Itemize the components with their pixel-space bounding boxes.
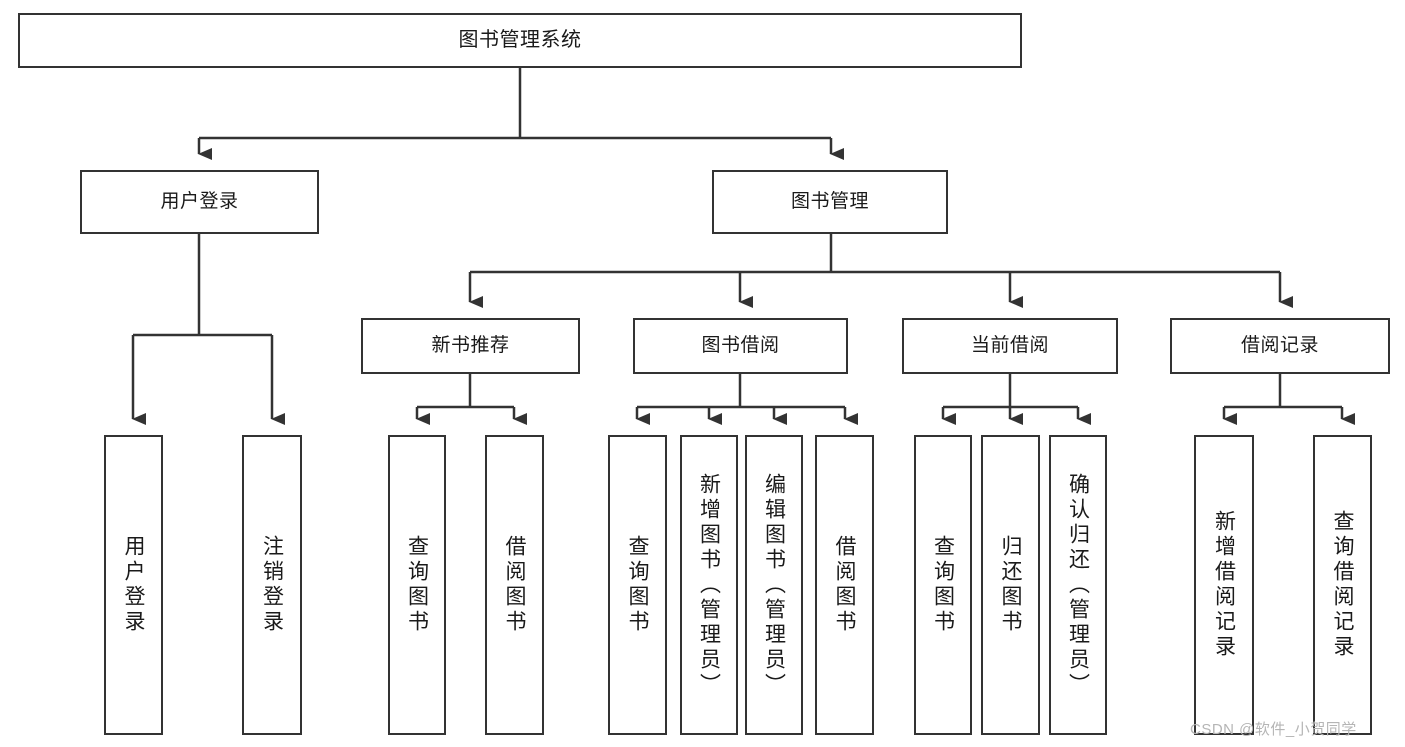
node-label: 借阅图书 [503, 535, 526, 635]
node-new-book-recommend[interactable]: 新书推荐 [361, 318, 580, 374]
node-root-system[interactable]: 图书管理系统 [18, 13, 1022, 68]
node-label: 查询图书 [626, 535, 649, 635]
node-label: 用户登录 [160, 190, 239, 212]
node-leaf-user-login[interactable]: 用户登录 [104, 435, 163, 735]
node-leaf-query-book-3[interactable]: 查询图书 [914, 435, 972, 735]
node-label: 查询图书 [405, 535, 429, 635]
node-label: 确认归还（管理员） [1066, 472, 1090, 698]
node-borrow-record[interactable]: 借阅记录 [1170, 318, 1390, 374]
node-leaf-add-record[interactable]: 新增借阅记录 [1194, 435, 1254, 735]
node-leaf-borrow-book-1[interactable]: 借阅图书 [485, 435, 544, 735]
node-label: 编辑图书（管理员） [762, 472, 786, 698]
node-leaf-borrow-book-2[interactable]: 借阅图书 [815, 435, 874, 735]
node-label: 查询借阅记录 [1331, 510, 1354, 660]
node-leaf-query-book-1[interactable]: 查询图书 [388, 435, 446, 735]
node-leaf-add-book[interactable]: 新增图书（管理员） [680, 435, 738, 735]
node-label: 借阅图书 [833, 535, 856, 635]
node-leaf-query-book-2[interactable]: 查询图书 [608, 435, 667, 735]
node-label: 借阅记录 [1240, 334, 1319, 356]
node-label: 查询图书 [931, 535, 955, 635]
node-label: 图书管理系统 [458, 28, 582, 51]
node-label: 注销登录 [260, 535, 284, 635]
node-label: 用户登录 [122, 535, 145, 635]
node-label: 新书推荐 [431, 334, 510, 356]
node-leaf-confirm-return[interactable]: 确认归还（管理员） [1049, 435, 1107, 735]
node-label: 归还图书 [999, 535, 1022, 635]
node-label: 当前借阅 [970, 334, 1049, 356]
node-leaf-query-record[interactable]: 查询借阅记录 [1313, 435, 1372, 735]
node-label: 新增图书（管理员） [697, 472, 721, 698]
node-label: 新增借阅记录 [1212, 510, 1236, 660]
node-current-borrow[interactable]: 当前借阅 [902, 318, 1118, 374]
node-label: 图书借阅 [701, 334, 780, 356]
watermark-text: CSDN @软件_小贺同学 [1190, 721, 1357, 738]
node-book-borrow[interactable]: 图书借阅 [633, 318, 848, 374]
node-leaf-return-book[interactable]: 归还图书 [981, 435, 1040, 735]
node-leaf-edit-book[interactable]: 编辑图书（管理员） [745, 435, 803, 735]
node-leaf-logout[interactable]: 注销登录 [242, 435, 302, 735]
node-user-login[interactable]: 用户登录 [80, 170, 319, 234]
node-label: 图书管理 [790, 190, 869, 212]
node-book-manage[interactable]: 图书管理 [712, 170, 948, 234]
